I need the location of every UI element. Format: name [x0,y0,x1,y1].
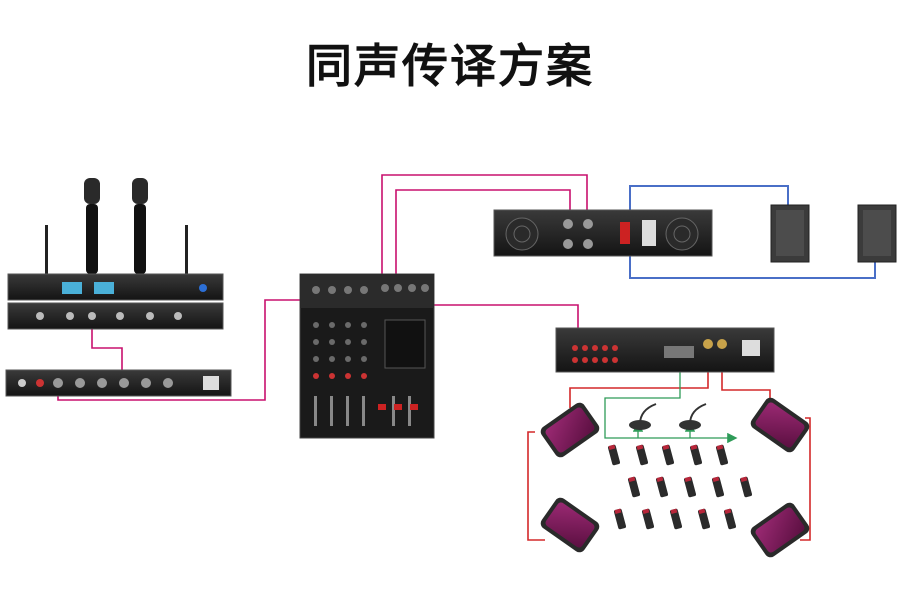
cable-interpreter-bus [604,372,738,444]
cable-mixer-to-amp-2 [395,189,571,278]
audio-processor[interactable] [5,369,232,397]
wireless-microphone-receiver[interactable] [7,178,224,330]
handheld-microphone-icon [132,178,148,274]
ir-signal-cables [604,372,738,444]
ir-receiver-icon [661,444,675,466]
cable-receiver-to-processor [91,320,123,380]
cable-radiator-right-lower [800,417,811,541]
cable-mixer-to-amp-1 [381,174,588,278]
audio-cables [57,174,588,401]
interpreter-unit-1[interactable] [629,403,657,430]
ir-receiver-icon [689,444,703,466]
loudspeaker-left[interactable] [770,204,810,263]
ir-receiver[interactable] [607,444,753,530]
ir-transmitter[interactable] [555,327,775,373]
ir-receiver-icon [683,476,697,498]
antenna-icon [45,225,48,275]
ir-receiver-icon [607,444,621,466]
interpreter-unit-2[interactable] [679,403,707,430]
handheld-microphone-icon [84,178,100,274]
ir-receiver-icon [655,476,669,498]
speaker-cables [629,185,876,279]
mixer[interactable] [299,273,435,439]
ir-receiver-icon [613,508,627,530]
ir-receiver-icon [711,476,725,498]
page-title: 同声传译方案 [306,39,594,93]
power-amplifier[interactable] [493,209,713,257]
ir-receiver-icon [669,508,683,530]
ir-receiver-icon [635,444,649,466]
cable-amp-to-speaker-right [629,236,876,279]
ir-radiator[interactable] [538,395,811,559]
ir-receiver-icon [641,508,655,530]
ir-receiver-icon [627,476,641,498]
antenna-icon [185,225,188,275]
ir-receiver-icon [715,444,729,466]
cable-radiator-left-lower [527,431,545,541]
cable-processor-to-mixer [57,299,302,401]
ir-receiver-icon [723,508,737,530]
cable-amp-to-speaker-left [629,185,789,212]
loudspeaker-right[interactable] [857,204,897,263]
ir-receiver-icon [697,508,711,530]
ir-receiver-icon [739,476,753,498]
